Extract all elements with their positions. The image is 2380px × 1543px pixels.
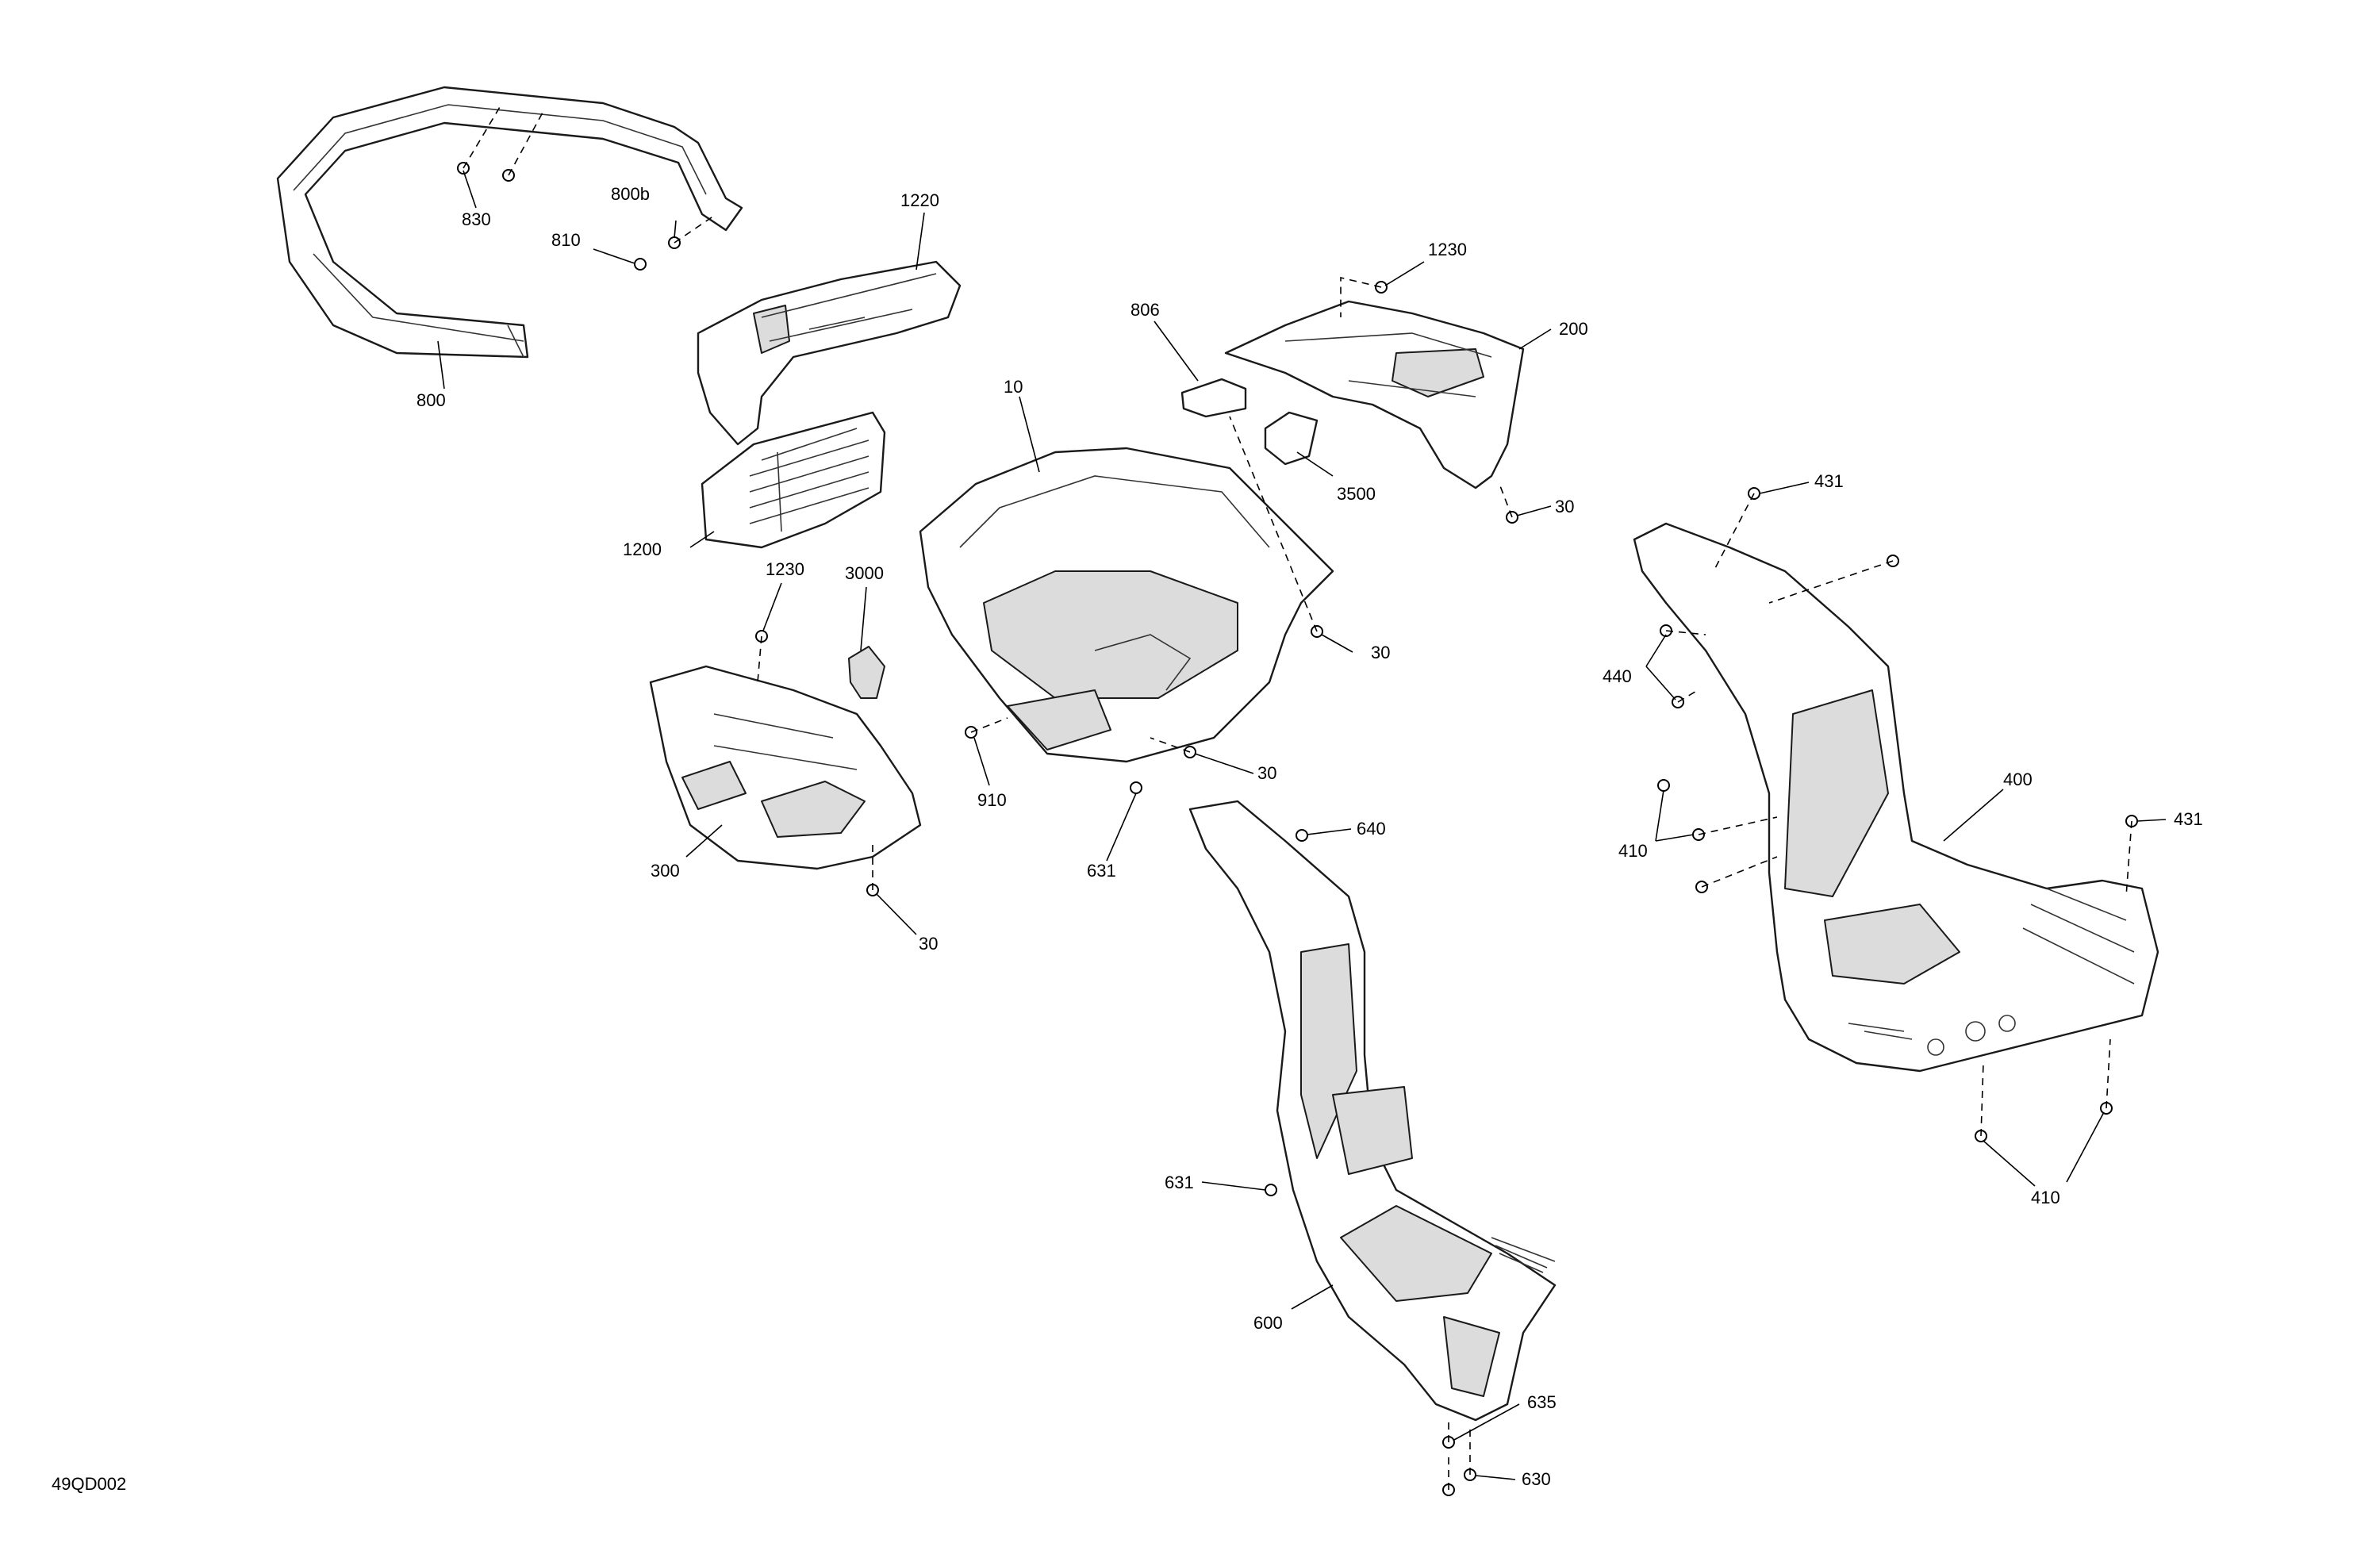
callout-630: 630 <box>1522 1469 1551 1489</box>
callout-30-center-low: 30 <box>1257 763 1276 783</box>
callout-1220: 1220 <box>900 190 939 210</box>
callout-910: 910 <box>977 790 1007 810</box>
callout-800: 800 <box>416 390 446 410</box>
callout-810: 810 <box>551 230 581 250</box>
part-600-tunnel-panel <box>1188 800 1557 1422</box>
part-800-bar <box>276 86 743 359</box>
callout-3500: 3500 <box>1337 484 1376 504</box>
callout-640: 640 <box>1357 819 1386 839</box>
callout-440: 440 <box>1603 666 1632 686</box>
callout-400: 400 <box>2003 770 2033 789</box>
fastener-631a <box>1130 781 1142 794</box>
part-1220-panel <box>697 260 962 446</box>
fastener-631b <box>1265 1184 1277 1196</box>
callout-labels: 800 830 800b 810 1220 1200 1230 3000 300… <box>416 184 2203 1489</box>
assembly-lines <box>463 106 2132 1490</box>
callout-800b: 800b <box>611 184 650 204</box>
part-300-lower-panel <box>649 665 922 870</box>
part-1200-grille <box>701 411 886 549</box>
callout-1230-right: 1230 <box>1428 240 1467 259</box>
part-200-upper-panel <box>1224 300 1525 489</box>
fastener-410a <box>1657 779 1670 792</box>
diagram-code: 49QD002 <box>52 1474 126 1494</box>
fastener-640 <box>1296 829 1308 842</box>
part-3000-bracket <box>848 646 885 699</box>
callout-600: 600 <box>1253 1313 1283 1333</box>
part-400-footwell-panel <box>1633 522 2159 1073</box>
callout-631-lower: 631 <box>1165 1173 1194 1192</box>
part-3500-clip <box>1264 411 1319 466</box>
callout-830: 830 <box>462 209 491 229</box>
part-10-console-tub <box>919 447 1334 763</box>
callout-410-left: 410 <box>1618 841 1648 861</box>
callout-200: 200 <box>1559 319 1588 339</box>
callout-30-right: 30 <box>1555 497 1574 516</box>
callout-410-bottom: 410 <box>2031 1188 2060 1207</box>
callout-300: 300 <box>651 861 680 881</box>
callout-3000: 3000 <box>845 563 884 583</box>
callout-30-left: 30 <box>919 934 938 954</box>
leader-lines <box>437 170 2167 1480</box>
callout-1200: 1200 <box>623 539 662 559</box>
callout-431-right: 431 <box>2174 809 2203 829</box>
callout-431-upper: 431 <box>1814 471 1844 491</box>
callout-806: 806 <box>1130 300 1160 320</box>
callout-30-center-high: 30 <box>1371 643 1390 662</box>
part-806-bracket <box>1180 378 1247 418</box>
callout-631-upper: 631 <box>1087 861 1116 881</box>
callout-1230-left: 1230 <box>766 559 804 579</box>
fastener-810 <box>634 258 647 271</box>
callout-635: 635 <box>1527 1392 1557 1412</box>
callout-10: 10 <box>1004 377 1023 397</box>
